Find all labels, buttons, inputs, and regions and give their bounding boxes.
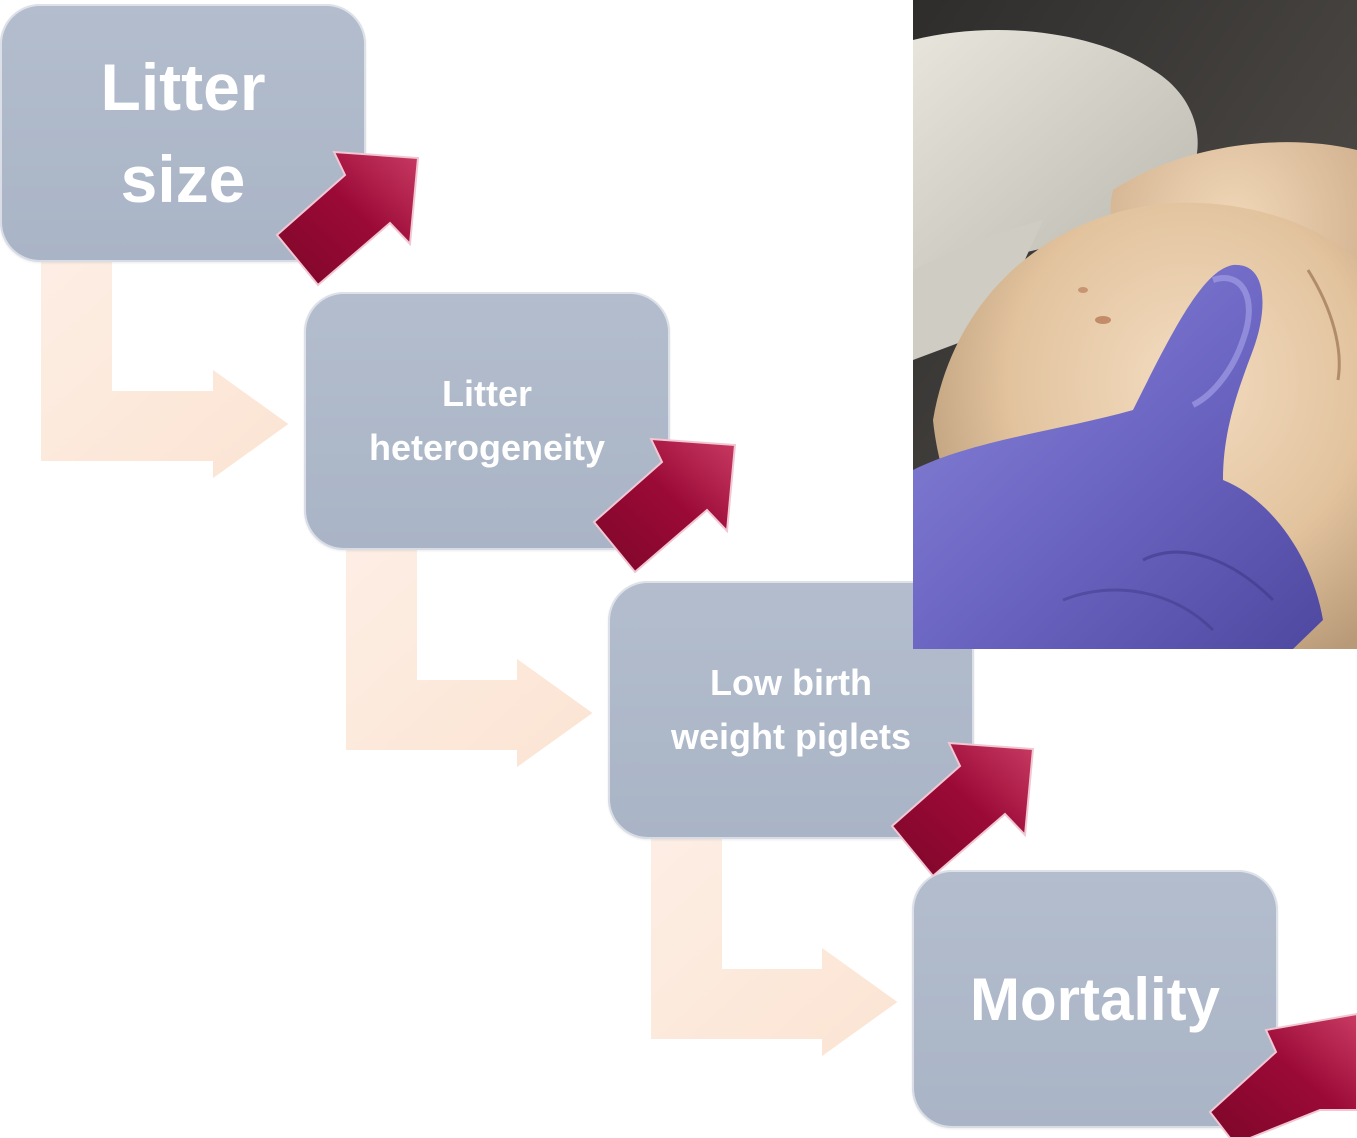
up-right-arrow-icon: [892, 743, 1033, 876]
up-right-arrow-icon: [594, 439, 735, 572]
up-right-arrow-icon: [277, 152, 418, 285]
up-right-arrow-icon: [1210, 1014, 1357, 1138]
